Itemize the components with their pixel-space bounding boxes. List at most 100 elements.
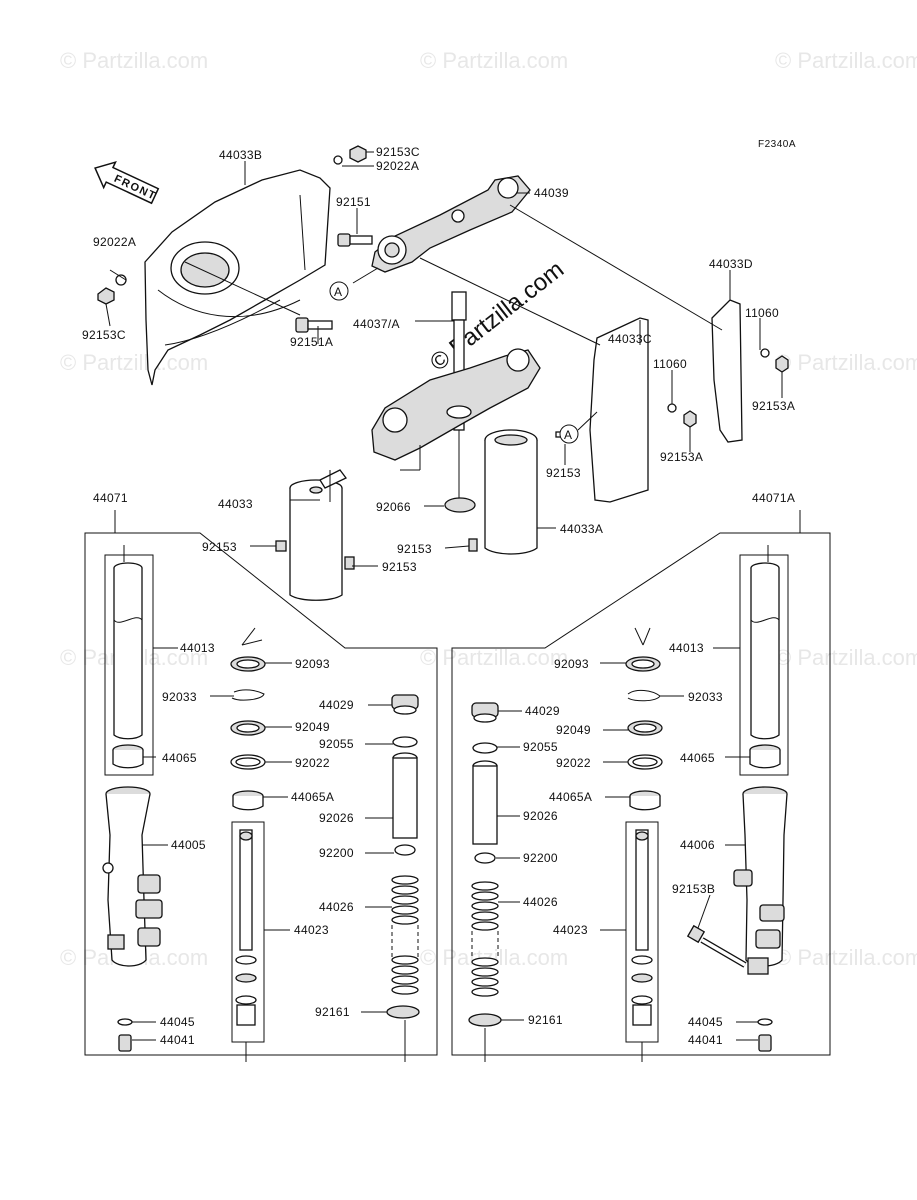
label-44033c: 44033C (608, 332, 652, 346)
reference-marker-label: A (334, 285, 342, 299)
bolt-92151 (337, 233, 373, 247)
label-44065a: 44065A (291, 790, 334, 804)
label-92151a: 92151A (290, 335, 333, 349)
label-92161: 92161 (528, 1013, 563, 1027)
bolt-92151a (295, 317, 333, 333)
watermark-text: © Partzilla.com (775, 48, 917, 73)
label-44065: 44065 (680, 751, 715, 765)
label-44029: 44029 (525, 704, 560, 718)
label-44039: 44039 (534, 186, 569, 200)
label-92022a: 92022A (376, 159, 419, 173)
label-92153a: 92153A (660, 450, 703, 464)
nut-92153a (683, 410, 697, 428)
washer-92022a (333, 155, 343, 165)
watermark-text: © Partzilla.com (420, 945, 568, 970)
label-92161: 92161 (315, 1005, 350, 1019)
cover-44033-tab (319, 469, 347, 489)
label-92022: 92022 (295, 756, 330, 770)
label-44045: 44045 (688, 1015, 723, 1029)
lower-bracket (371, 348, 541, 461)
label-44071a: 44071A (752, 491, 795, 505)
spring-44026-right (471, 881, 499, 997)
label-44037a: 44037/A (353, 317, 400, 331)
label-92153: 92153 (382, 560, 417, 574)
label-92153a: 92153A (752, 399, 795, 413)
label-92200: 92200 (319, 846, 354, 860)
watermark-text: © Partzilla.com (775, 645, 917, 670)
label-11060: 11060 (745, 306, 779, 320)
spring-44026-left (391, 875, 419, 995)
label-44065: 44065 (162, 751, 197, 765)
diagram-code: F2340A (758, 139, 796, 150)
reference-marker-a: A (329, 281, 349, 301)
label-92153c: 92153C (82, 328, 126, 342)
label-44033: 44033 (218, 497, 253, 511)
watermark-text: © Partzilla.com (420, 645, 568, 670)
label-92153: 92153 (202, 540, 237, 554)
label-92153b: 92153B (672, 882, 715, 896)
label-92026: 92026 (523, 809, 558, 823)
label-44006: 44006 (680, 838, 715, 852)
cover-44033a (484, 429, 538, 555)
label-92093: 92093 (295, 657, 330, 671)
cover-44033c (589, 317, 649, 503)
left-fork-box (84, 510, 438, 1062)
watermark-text: © Partzilla.com (775, 350, 917, 375)
cover-44033 (289, 479, 343, 601)
label-44013: 44013 (180, 641, 215, 655)
label-92033: 92033 (688, 690, 723, 704)
label-44045: 44045 (160, 1015, 195, 1029)
front-arrow-icon: FRONT (94, 160, 160, 205)
seal-92066 (444, 497, 476, 513)
label-92055: 92055 (319, 737, 354, 751)
nut-92153a (775, 355, 789, 373)
label-44033a: 44033A (560, 522, 603, 536)
label-92026: 92026 (319, 811, 354, 825)
label-92049: 92049 (556, 723, 591, 737)
label-44041: 44041 (160, 1033, 195, 1047)
label-44033d: 44033D (709, 257, 753, 271)
label-92151: 92151 (336, 195, 371, 209)
reference-marker-a: A (559, 424, 579, 444)
nut-92153c (349, 145, 367, 163)
label-92022a: 92022A (93, 235, 136, 249)
cover-44033b (144, 169, 331, 386)
label-92066: 92066 (376, 500, 411, 514)
washer-11060 (760, 348, 770, 358)
bolt-92153 (275, 540, 287, 552)
watermark-text: © Partzilla.com (775, 945, 917, 970)
watermark-text: © Partzilla.com (60, 350, 208, 375)
label-44013: 44013 (669, 641, 704, 655)
label-92153: 92153 (397, 542, 432, 556)
cover-44033d (711, 299, 743, 443)
washer-11060 (667, 403, 677, 413)
label-44033b: 44033B (219, 148, 262, 162)
bolt-92153 (468, 538, 478, 552)
nut-92153c (97, 287, 115, 305)
label-92153c: 92153C (376, 145, 420, 159)
watermark-text: © Partzilla.com (60, 48, 208, 73)
label-92022: 92022 (556, 756, 591, 770)
label-92153: 92153 (546, 466, 581, 480)
label-44023: 44023 (553, 923, 588, 937)
right-fork-box (451, 510, 831, 1062)
label-92049: 92049 (295, 720, 330, 734)
label-44029: 44029 (319, 698, 354, 712)
label-44026: 44026 (523, 895, 558, 909)
top-leader-lines (105, 151, 783, 567)
label-44023: 44023 (294, 923, 329, 937)
label-44071: 44071 (93, 491, 128, 505)
reference-marker-label: A (564, 428, 572, 442)
watermark-text: © Partzilla.com (420, 48, 568, 73)
label-92055: 92055 (523, 740, 558, 754)
label-44065a: 44065A (549, 790, 592, 804)
label-44005: 44005 (171, 838, 206, 852)
label-92200: 92200 (523, 851, 558, 865)
label-44026: 44026 (319, 900, 354, 914)
part-labels: 44033B 92153C 92022A 44039 92151 92022A … (82, 145, 795, 1047)
upper-bracket-44039 (371, 175, 531, 273)
bolt-92153 (344, 556, 355, 570)
label-44041: 44041 (688, 1033, 723, 1047)
label-92093: 92093 (554, 657, 589, 671)
